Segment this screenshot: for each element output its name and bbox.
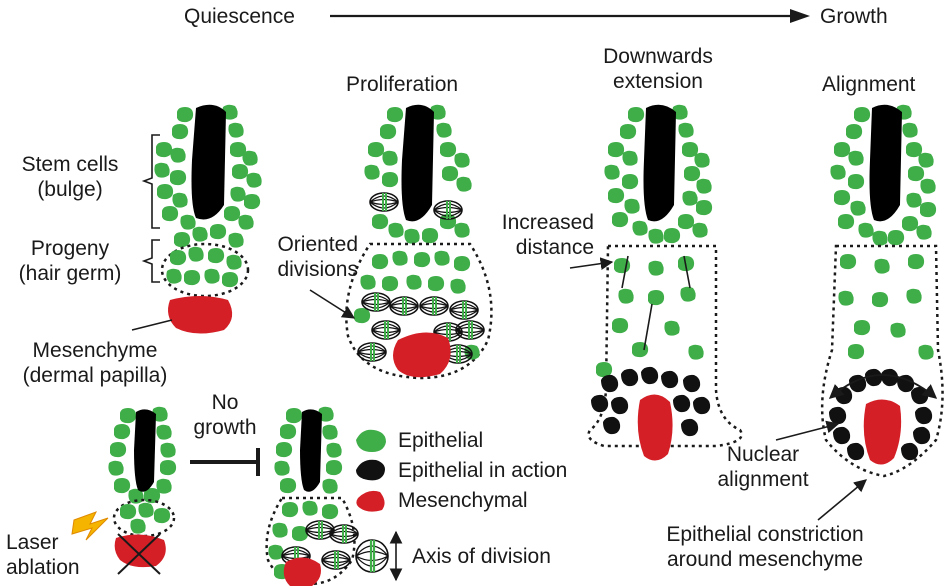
- label-progeny-line1: Progeny: [30, 237, 110, 260]
- hair-shaft: [300, 409, 322, 492]
- legend-label-axis-of-division: Axis of division: [412, 545, 551, 568]
- pointer-oriented-divisions: [309, 289, 356, 319]
- label-increased-distance-line1: Increased: [501, 211, 594, 234]
- label-nuclear-alignment: Nuclear alignment: [702, 442, 824, 492]
- stage-downwards-extension-line1: Downwards: [603, 45, 713, 68]
- legend-label-epithelial-in-action: Epithelial in action: [398, 459, 568, 482]
- label-stem-cells-line1: Stem cells: [21, 153, 119, 176]
- label-progeny-line2: (hair germ): [18, 262, 122, 285]
- label-mesenchyme-line1: Mesenchyme: [32, 339, 158, 362]
- hair-shaft: [191, 104, 226, 220]
- hair-shaft: [869, 104, 902, 222]
- dermal-papilla: [863, 399, 902, 465]
- follicle-ablated: [71, 406, 177, 575]
- epithelial-cells-lower: [838, 254, 934, 360]
- pointer-epithelial-constriction: [817, 479, 867, 521]
- follicle-no-growth: [265, 406, 359, 586]
- label-laser-ablation: Laser ablation: [6, 530, 80, 580]
- dermal-papilla: [393, 332, 451, 378]
- dermal-papilla: [168, 296, 233, 334]
- stage-downwards-extension-line2: extension: [613, 70, 703, 93]
- legend-mesenchymal-swatch: [356, 490, 385, 512]
- label-no-growth-line1: No: [211, 391, 239, 414]
- alignment-arc-arrow: [828, 374, 938, 399]
- extension-outline: [587, 244, 743, 448]
- stage-downwards-extension: Downwards extension: [576, 44, 740, 94]
- label-epithelial-constriction-line1: Epithelial constriction: [666, 523, 864, 546]
- label-laser-ablation-line2: ablation: [6, 556, 80, 579]
- timeline-start-label: Quiescence: [184, 5, 295, 28]
- lightning-bolt-icon: [71, 511, 109, 541]
- label-no-growth: No growth: [188, 390, 262, 440]
- germ-outline: [265, 496, 356, 586]
- label-oriented-divisions: Oriented divisions: [240, 232, 358, 282]
- label-no-growth-line2: growth: [193, 416, 257, 439]
- stage-proliferation: Proliferation: [346, 73, 459, 96]
- follicle-quiescent: [131, 104, 262, 334]
- label-epithelial-constriction: Epithelial constriction around mesenchym…: [626, 522, 904, 572]
- label-oriented-divisions-line1: Oriented: [277, 233, 358, 256]
- pointer-increased-distance: [569, 257, 614, 270]
- legend-label-mesenchymal: Mesenchymal: [398, 489, 528, 512]
- alignment-outline: [820, 244, 944, 478]
- label-laser-ablation-line1: Laser: [6, 531, 59, 554]
- pointer-mesenchyme: [131, 319, 173, 331]
- pointer-nuclear-alignment: [775, 420, 840, 441]
- no-growth-inhibitor: [190, 448, 260, 476]
- label-stem-cells: Stem cells (bulge): [4, 152, 136, 202]
- label-oriented-divisions-line2: divisions: [277, 258, 358, 281]
- label-stem-cells-line2: (bulge): [37, 178, 103, 201]
- label-increased-distance-line2: distance: [515, 236, 594, 259]
- bracket-stem-cells: [141, 134, 160, 229]
- legend-action-swatch: [356, 459, 385, 481]
- stage-alignment: Alignment: [822, 73, 916, 96]
- label-progeny: Progeny (hair germ): [4, 236, 136, 286]
- legend-epithelial-swatch: [356, 429, 386, 452]
- legend-label-epithelial: Epithelial: [398, 429, 484, 452]
- hair-shaft: [134, 409, 156, 492]
- label-increased-distance: Increased distance: [462, 210, 594, 260]
- dermal-papilla: [283, 557, 321, 586]
- follicle-alignment: [775, 104, 944, 521]
- legend: [355, 429, 403, 582]
- hair-shaft: [401, 104, 434, 222]
- timeline-arrow: [330, 9, 810, 23]
- hair-germ-outline: [112, 498, 176, 538]
- timeline-end-label: Growth: [820, 5, 888, 28]
- label-nuclear-alignment-line1: Nuclear: [726, 443, 800, 466]
- epithelial-cells-germ: [166, 246, 242, 288]
- bracket-progeny: [141, 239, 160, 283]
- legend-spindle-icon: [355, 539, 389, 573]
- label-mesenchyme-line2: (dermal papilla): [22, 364, 168, 387]
- hair-shaft: [643, 104, 676, 222]
- follicle-proliferation: [309, 104, 493, 380]
- distance-lines: [621, 255, 691, 351]
- follicle-extension: [569, 104, 743, 461]
- hair-germ-outline: [160, 242, 250, 298]
- label-nuclear-alignment-line2: alignment: [717, 468, 809, 491]
- label-epithelial-constriction-line2: around mesenchyme: [666, 548, 864, 571]
- label-mesenchyme: Mesenchyme (dermal papilla): [2, 338, 188, 388]
- dermal-papilla: [637, 394, 673, 461]
- epithelial-cells-germ: [120, 502, 171, 534]
